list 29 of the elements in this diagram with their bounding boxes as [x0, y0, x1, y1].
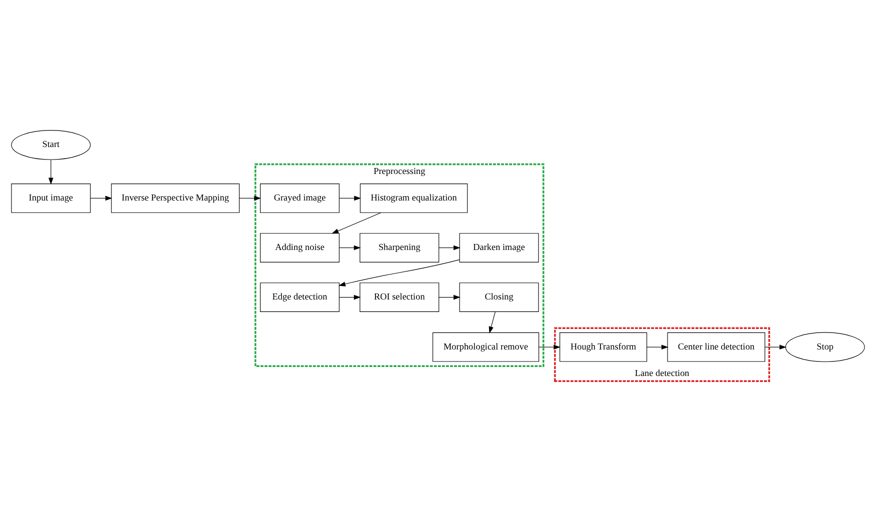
node-box: Sharpening	[360, 232, 440, 262]
arrow	[646, 344, 668, 350]
arrow	[90, 195, 112, 200]
node-box: Input image	[11, 183, 91, 212]
node-box: Histogram equalization	[360, 183, 468, 212]
arrow	[339, 195, 362, 200]
node-box: ROI selection	[360, 282, 440, 312]
node-box: Darken image	[459, 232, 539, 262]
node-box: Inverse Perspective Mapping	[111, 183, 240, 212]
arrow	[764, 344, 786, 350]
node-box: Hough Transform	[560, 332, 648, 362]
node-box: Edge detection	[260, 282, 340, 312]
arrow	[488, 311, 496, 333]
node-box: Center line detection	[667, 332, 766, 362]
node-ellipse: Stop	[785, 332, 865, 362]
arrow	[338, 258, 460, 286]
node-box: Grayed image	[260, 183, 340, 212]
arrow	[338, 294, 361, 300]
arrow	[332, 212, 382, 234]
node-box: Morphological remove	[432, 332, 540, 362]
node-ellipse: Start	[11, 130, 91, 160]
arrow	[538, 344, 561, 350]
node-box: Closing	[459, 282, 539, 312]
arrow	[438, 294, 460, 300]
arrow	[239, 195, 262, 200]
arrow	[48, 159, 54, 184]
arrow	[438, 244, 460, 250]
node-box: Adding noise	[260, 232, 340, 262]
arrow	[338, 244, 361, 250]
